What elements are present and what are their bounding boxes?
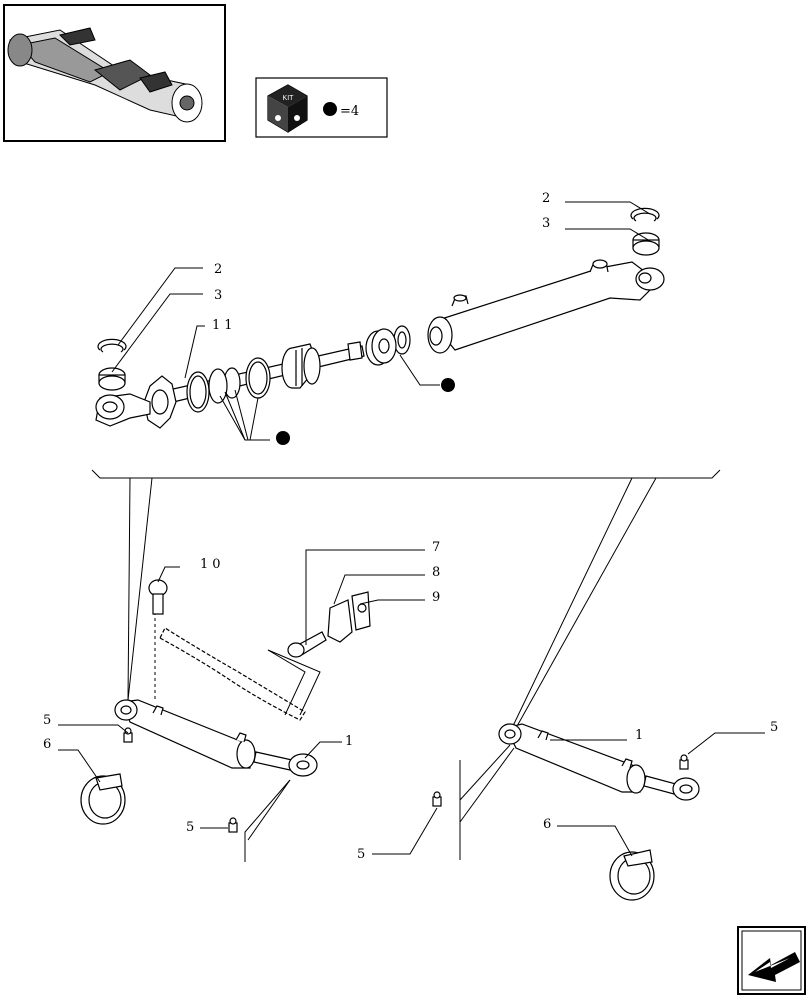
kit-dot-marker-2 <box>276 431 290 445</box>
hose-clamp-right <box>609 849 655 901</box>
hose <box>159 627 306 721</box>
callout-lines-lower-right <box>372 732 765 860</box>
callout-5-left-lower: 5 <box>186 820 194 835</box>
callout-5-right-lower: 5 <box>357 847 365 862</box>
callout-2-left: 2 <box>214 262 222 277</box>
kit-label: KIT <box>283 95 295 102</box>
bolt-part-10 <box>148 579 168 615</box>
kit-dot-icon <box>323 102 337 116</box>
next-page-arrow-icon[interactable] <box>737 926 806 995</box>
callout-6-left: 6 <box>43 737 51 752</box>
axle-thumbnail-icon <box>3 4 226 142</box>
kit-dot-marker-1 <box>441 378 455 392</box>
callout-2-top: 2 <box>542 191 550 206</box>
callout-10: 10 <box>200 557 225 572</box>
callout-8: 8 <box>432 565 440 580</box>
callout-3-top: 3 <box>542 216 550 231</box>
callout-9: 9 <box>432 590 440 605</box>
callout-5-right: 5 <box>770 720 778 735</box>
callout-5-left-upper: 5 <box>43 713 51 728</box>
clamp-parts-7-8-9 <box>287 591 371 658</box>
callout-11: 11 <box>212 318 237 333</box>
hose-clamp-left <box>80 773 126 825</box>
cylinder-left <box>114 699 318 777</box>
kit-cube-icon: KIT <box>267 84 308 133</box>
callout-3-left: 3 <box>214 288 222 303</box>
grease-nipple-right-lower <box>432 791 442 807</box>
section-divider <box>91 469 721 479</box>
kit-equals-text: =4 <box>340 104 359 119</box>
kit-legend: KIT =4 <box>255 77 388 138</box>
grease-nipple-left-lower <box>228 817 238 833</box>
exploded-cylinder <box>95 207 665 429</box>
grease-nipple-left-upper <box>123 727 133 743</box>
callout-7: 7 <box>432 540 440 555</box>
callout-6-right: 6 <box>543 817 551 832</box>
callout-lines-upper <box>111 201 651 441</box>
callout-lines-lower-left <box>58 549 425 862</box>
cylinder-right <box>498 723 700 801</box>
grease-nipple-right-upper <box>679 754 689 770</box>
callout-1-left: 1 <box>345 734 353 749</box>
callout-1-right: 1 <box>635 728 643 743</box>
